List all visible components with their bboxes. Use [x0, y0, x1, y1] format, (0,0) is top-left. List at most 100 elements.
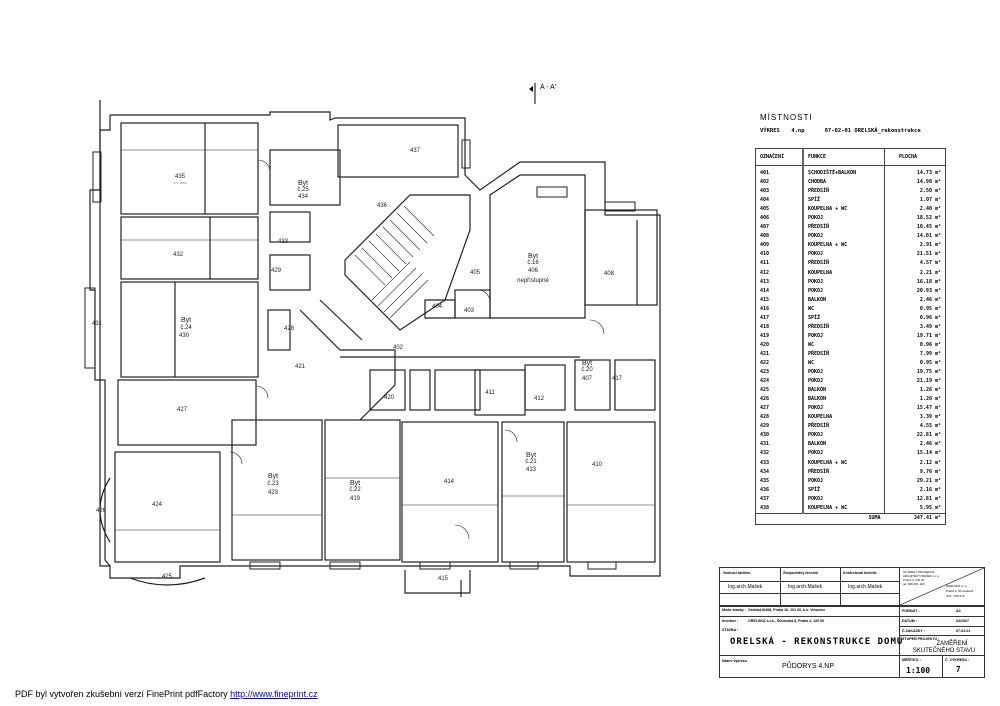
- order-label: Č.ZAKÁZKY :: [902, 629, 925, 633]
- apartment-label: Byt: [528, 253, 538, 260]
- check-name: Ing.arch.Mašek: [848, 584, 883, 590]
- room-area: 5.95 m²: [919, 504, 941, 511]
- building-name: ORELSKÁ - REKONSTRUKCE DOMU: [730, 637, 904, 647]
- room-area: 14.98 m²: [916, 179, 941, 186]
- room-code: 421: [755, 349, 804, 359]
- room-area: 7.99 m²: [919, 350, 941, 357]
- room-area: 14.01 m²: [916, 233, 941, 240]
- room-area: 2.50 m²: [919, 188, 941, 195]
- date-label: DATUM :: [902, 619, 917, 623]
- drawing-value: 4.np: [791, 128, 805, 134]
- project-name: 07-02-01 ORELSKÁ_rekonstrukce: [824, 128, 921, 134]
- sum-label: SUMA: [755, 512, 885, 525]
- room-function: SPÍŽ: [803, 196, 885, 206]
- room-label: 434: [298, 194, 309, 200]
- room-function: POKOJ: [803, 449, 885, 459]
- room-area: 1.26 m²: [919, 387, 941, 394]
- apartment-number: č.24: [180, 325, 192, 331]
- room-label: 428: [284, 326, 295, 332]
- room-area: 0.96 m²: [919, 314, 941, 321]
- office-line: tel. 608 251 160: [903, 582, 925, 586]
- room-label: 412: [534, 396, 545, 402]
- room-function: PŘEDSÍŇ: [803, 422, 885, 432]
- head-label: Vedoucí ateliéru: [723, 571, 751, 575]
- footer-note: PDF byl vytvořen zkušební verzí FinePrin…: [15, 689, 318, 699]
- room-label: 417: [612, 376, 623, 382]
- room-function: BALKON: [803, 440, 885, 450]
- room-function: PŘEDSÍŇ: [803, 187, 885, 197]
- room-code: 436: [755, 485, 804, 495]
- room-code: 425: [755, 386, 804, 396]
- room-area: 12.81 m²: [916, 495, 941, 502]
- room-function: KOUPELNA + WC: [803, 205, 885, 215]
- office-line: ARCHITEKTI MAŠEK s.r.o.: [903, 574, 940, 578]
- apartment-number: č.20: [581, 367, 593, 373]
- room-area: 2.91 m²: [919, 242, 941, 249]
- room-function: PŘEDSÍŇ: [803, 322, 885, 332]
- room-label: 407: [582, 376, 593, 382]
- room-label: 414: [444, 479, 455, 485]
- room-function: POKOJ: [803, 331, 885, 341]
- room-label: 431: [92, 321, 103, 327]
- room-code: 433: [755, 458, 804, 468]
- room-area: 4.55 m²: [919, 423, 941, 430]
- room-code: 416: [755, 304, 804, 314]
- room-function: POKOJ: [803, 277, 885, 287]
- room-area: 2.16 m²: [919, 486, 941, 493]
- room-label: 410: [592, 462, 603, 468]
- rooms-table-title: MÍSTNOSTI: [760, 113, 813, 122]
- room-function: WC: [803, 358, 885, 369]
- room-code: 429: [755, 422, 804, 432]
- room-code: 410: [755, 250, 804, 260]
- room-code: 403: [755, 187, 804, 197]
- footer-link[interactable]: http://www.fineprint.cz: [230, 689, 318, 699]
- client-line: ORELSKÁ s.r.o.: [946, 584, 968, 588]
- section-label: A - A': [540, 84, 557, 91]
- room-code: 426: [755, 395, 804, 405]
- room-function: POKOJ: [803, 476, 885, 486]
- room-code: 408: [755, 232, 804, 242]
- client-line: IČO : 678 670: [946, 594, 965, 598]
- room-code: 415: [755, 295, 804, 305]
- room-label: 413: [526, 467, 537, 473]
- room-area: 1.26 m²: [919, 396, 941, 403]
- room-area: 0.96 m²: [919, 341, 941, 348]
- drawing-name: PŮDORYS 4.NP: [782, 663, 834, 670]
- room-area: 16.18 m²: [916, 278, 941, 285]
- room-labels: 435 S.V. 3050 432 Byt č.24 430 431 427 4…: [92, 148, 623, 582]
- room-label: 411: [485, 390, 495, 396]
- room-code: 404: [755, 196, 804, 206]
- stage-value: SKUTEČNÉHO STAVU: [912, 648, 976, 654]
- sheet-value: 7: [956, 665, 961, 674]
- apartment-number: č.23: [267, 481, 279, 487]
- room-label: 432: [173, 252, 184, 258]
- column-header: OZNAČENÍ: [755, 148, 804, 166]
- room-area: 21.19 m²: [916, 378, 941, 385]
- investor-value: ORELSKÁ s.r.o., Šůrovská 8, Praha 2, 120…: [748, 619, 825, 623]
- room-area: 2.46 m²: [919, 441, 941, 448]
- room-function: POKOJ: [803, 368, 885, 378]
- inaccessible-note: nepřístupné: [517, 278, 549, 284]
- sum-value: 347.41 m²: [884, 512, 946, 525]
- apartment-label: Byt: [582, 360, 592, 367]
- room-function: POKOJ: [803, 431, 885, 441]
- check-label: Kontroloval technik: [843, 571, 877, 575]
- stage-label: STUPEŇ PROJEKTU :: [902, 637, 940, 641]
- room-label: 433: [278, 239, 289, 245]
